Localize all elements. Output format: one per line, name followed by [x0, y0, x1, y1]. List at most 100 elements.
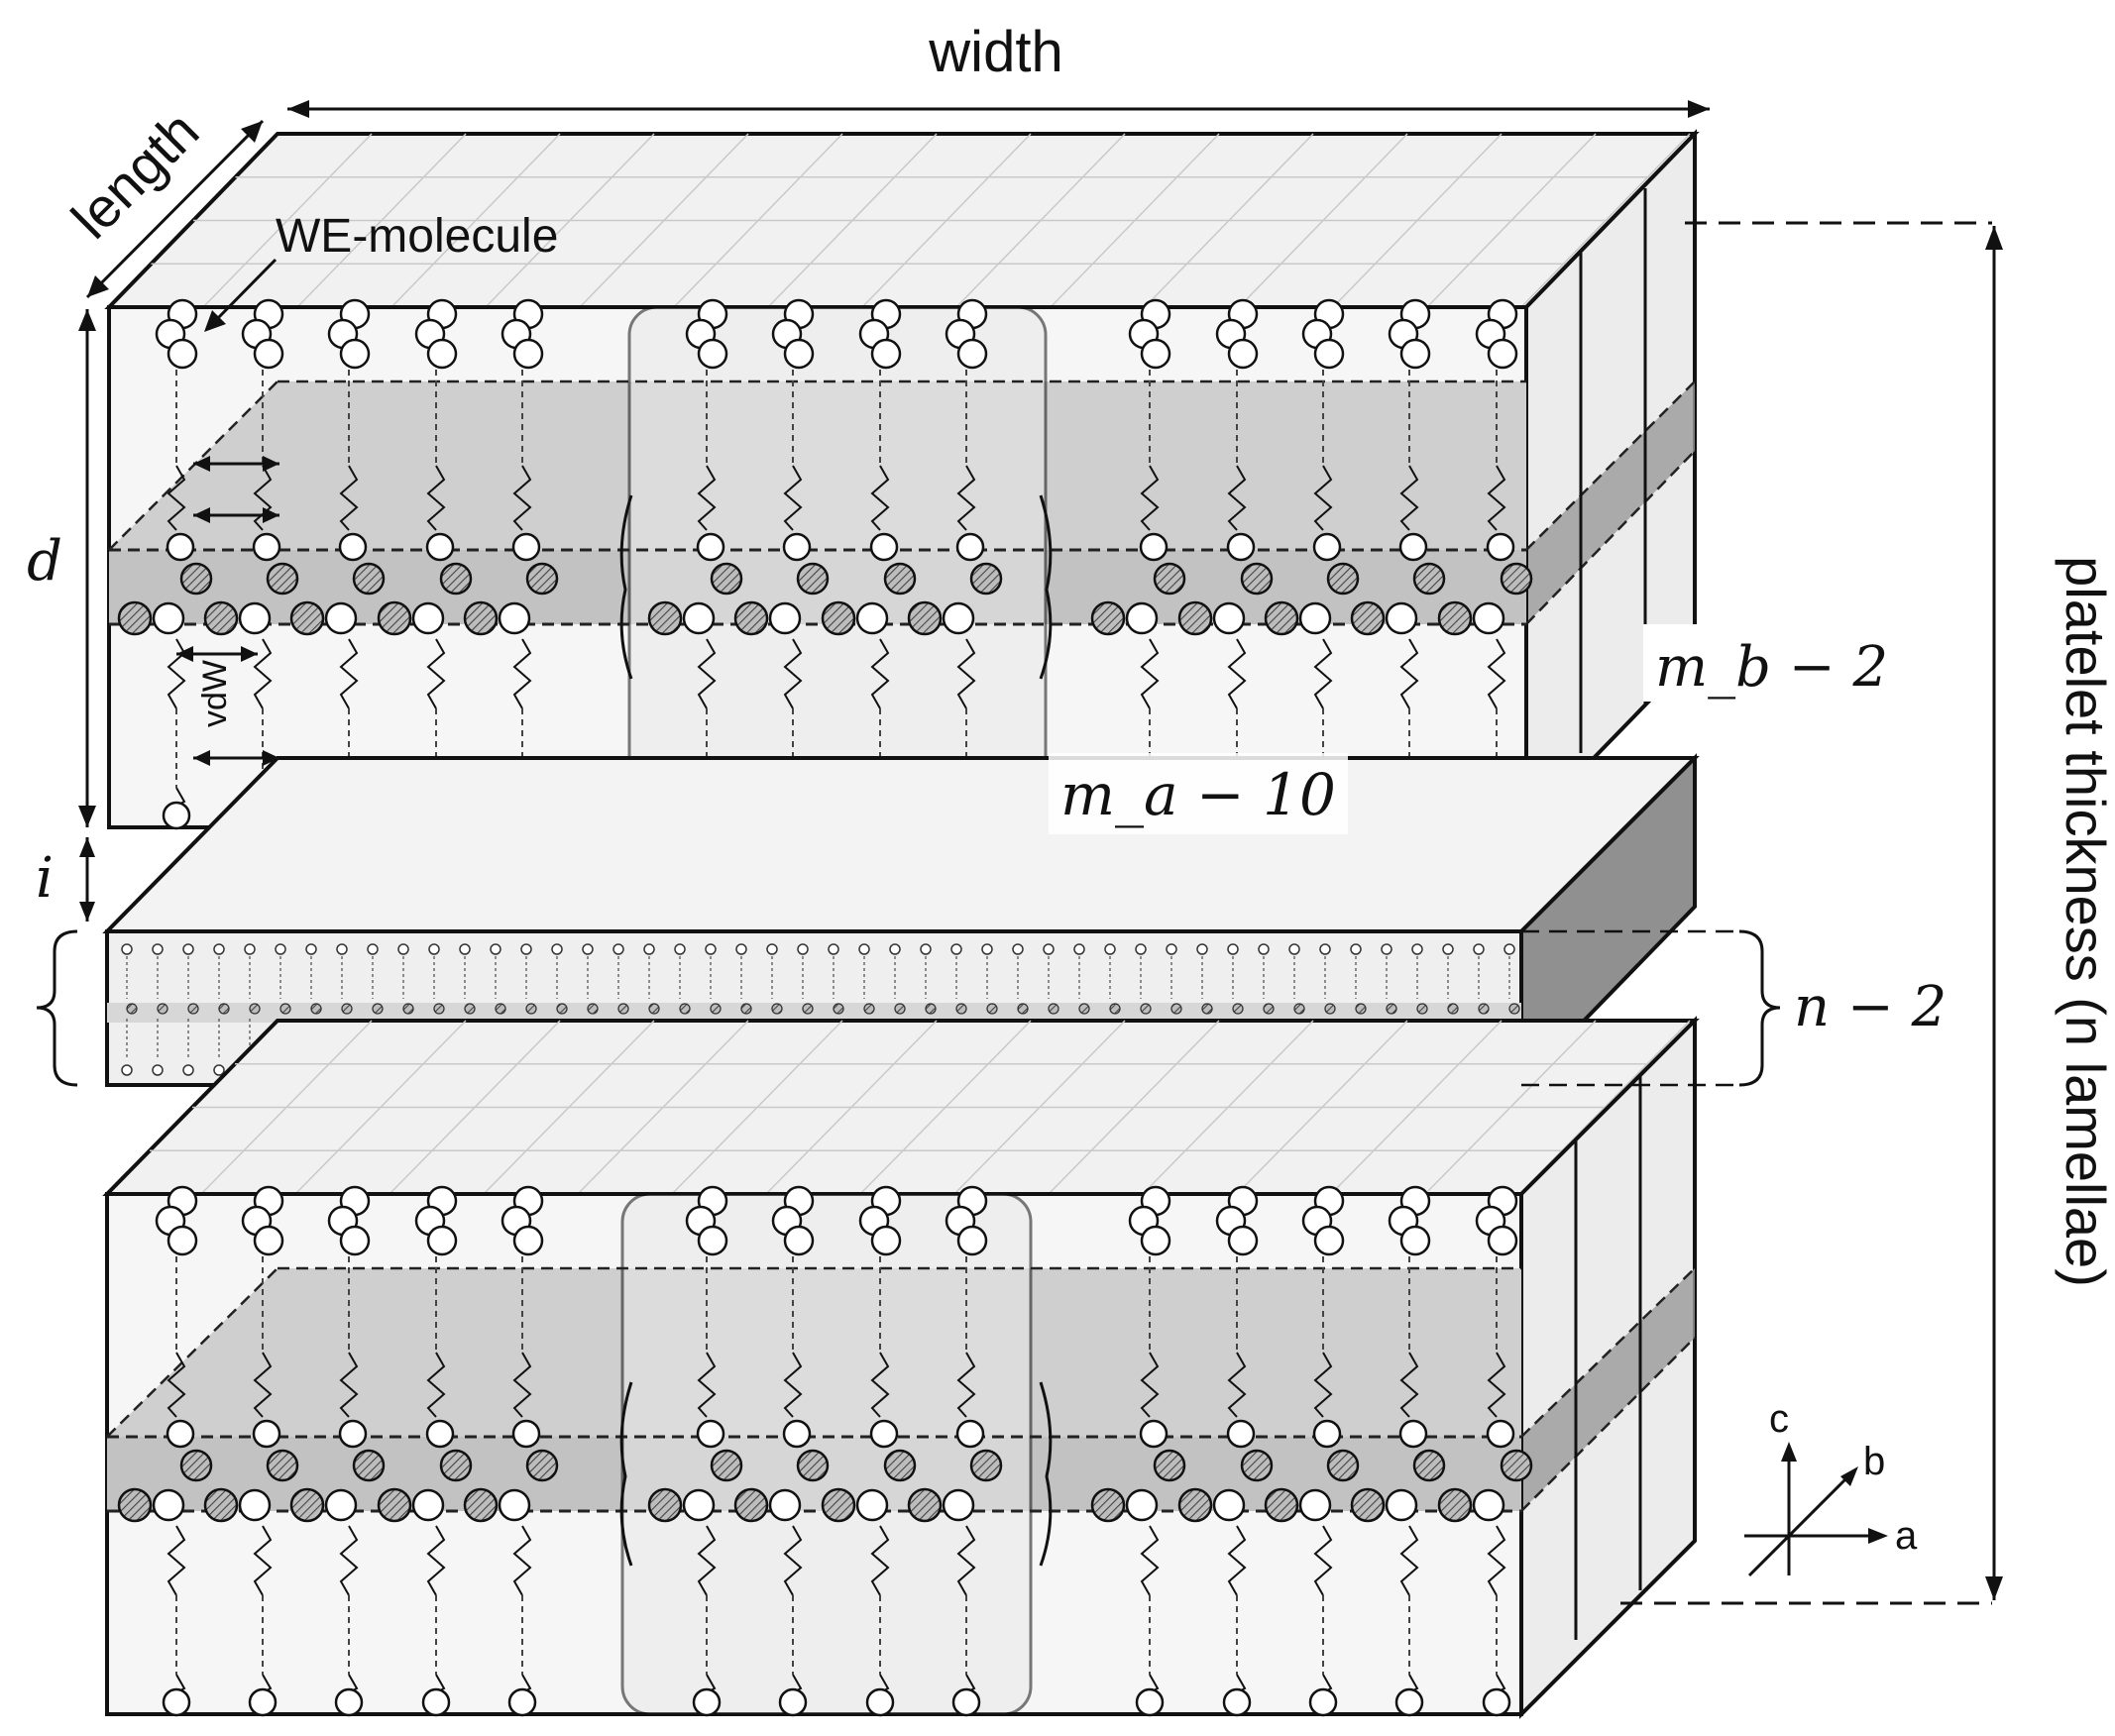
- molecule-ester-group: [352, 562, 386, 596]
- mini-molecule-head: [889, 943, 901, 955]
- mini-molecule-head: [643, 943, 655, 955]
- molecule-chain: [253, 1525, 273, 1596]
- bottom-we-molecules: [117, 1185, 1533, 1717]
- molecule-ester-group: [289, 1487, 325, 1523]
- molecule-head: [253, 1225, 284, 1256]
- mini-molecule-ester: [157, 1003, 168, 1015]
- molecule-chain: [1227, 1525, 1247, 1596]
- molecule-ester-oxygen: [338, 532, 368, 562]
- mini-molecule-head: [766, 943, 778, 955]
- molecule-head: [339, 1225, 371, 1256]
- molecule-ester-group: [439, 562, 473, 596]
- mini-molecule-ester: [1355, 1003, 1367, 1015]
- mini-molecule-ester: [863, 1003, 875, 1015]
- molecule-ester-oxygen: [955, 1419, 985, 1449]
- mini-molecule-ester: [740, 1003, 752, 1015]
- mini-molecule-ester: [1078, 1003, 1090, 1015]
- molecule-ester-oxygen: [682, 1488, 716, 1522]
- molecule-ester-group: [647, 600, 683, 636]
- molecule-ester-group: [439, 1449, 473, 1482]
- mini-molecule-ester: [1109, 1003, 1121, 1015]
- molecule-tail: [1482, 1687, 1511, 1717]
- molecule-tail: [421, 1687, 451, 1717]
- top-side-band: [1526, 381, 1695, 624]
- molecule-ester-oxygen: [955, 532, 985, 562]
- molecule-chain: [1313, 1352, 1333, 1418]
- mini-molecule-head: [367, 943, 379, 955]
- molecule-ester-group: [883, 1449, 917, 1482]
- molecule-chain: [956, 638, 976, 709]
- molecule-ester-group: [1326, 1449, 1360, 1482]
- mini-molecule-head: [582, 943, 594, 955]
- mini-molecule-head: [275, 943, 286, 955]
- molecule-ester-oxygen: [1312, 532, 1342, 562]
- molecule-ester-group: [1437, 1487, 1473, 1523]
- mini-molecule-ester: [187, 1003, 199, 1015]
- mini-molecule-tail: [182, 1064, 194, 1076]
- molecule-chain: [870, 1525, 890, 1596]
- molecule-ester-oxygen: [498, 601, 531, 635]
- mini-molecule-ester: [894, 1003, 906, 1015]
- molecule-chain: [253, 1352, 273, 1418]
- mini-molecule-head: [213, 943, 225, 955]
- molecule-ester-group: [733, 1487, 769, 1523]
- molecule-chain: [1399, 465, 1419, 531]
- mini-molecule-head: [858, 943, 870, 955]
- molecule-ester-oxygen: [511, 532, 541, 562]
- mini-molecule-tail: [213, 1064, 225, 1076]
- molecule-head: [1399, 338, 1431, 370]
- molecule-chain: [1227, 465, 1247, 531]
- molecule-ester-oxygen: [855, 1488, 889, 1522]
- mini-molecule-head: [520, 943, 532, 955]
- molecule-tail: [162, 1687, 191, 1717]
- molecule-ester-oxygen: [855, 601, 889, 635]
- molecule-ester-oxygen: [696, 532, 725, 562]
- molecule-ester-oxygen: [942, 1488, 975, 1522]
- molecule-head: [1313, 1225, 1345, 1256]
- axis-b-label: b: [1863, 1440, 1885, 1483]
- molecule-ester-group: [463, 1487, 499, 1523]
- molecule-ester-oxygen: [425, 532, 455, 562]
- molecule-chain: [167, 1352, 186, 1418]
- n-label: n − 2: [1794, 975, 1947, 1039]
- molecule-ester-group: [821, 600, 856, 636]
- n-right-brace: [1738, 929, 1781, 1087]
- molecule-head: [167, 1225, 198, 1256]
- molecule-ester-group: [352, 1449, 386, 1482]
- molecule-ester-group: [1153, 562, 1186, 596]
- molecule-ester-group: [1326, 562, 1360, 596]
- mini-molecule-ester: [1508, 1003, 1520, 1015]
- mini-molecule-head: [336, 943, 348, 955]
- mini-molecule-head: [1442, 943, 1454, 955]
- molecule-chain: [339, 465, 359, 531]
- mini-molecule-head: [1135, 943, 1147, 955]
- mini-molecule-head: [152, 943, 164, 955]
- molecule-ester-oxygen: [1398, 532, 1428, 562]
- length-dimension: [85, 119, 265, 299]
- middle-top-face: [102, 756, 1700, 933]
- molecule-ester-group: [377, 600, 412, 636]
- molecule-chain: [426, 1525, 446, 1596]
- mini-molecule-ester: [1447, 1003, 1459, 1015]
- molecule-chain: [870, 638, 890, 709]
- molecule-head: [870, 1225, 902, 1256]
- i-label: i: [36, 846, 54, 911]
- molecule-chain: [1140, 465, 1160, 531]
- molecule-ester-oxygen: [1486, 532, 1515, 562]
- molecule-chain: [1399, 1352, 1419, 1418]
- mini-molecule-head: [459, 943, 471, 955]
- molecule-chain: [1313, 1525, 1333, 1596]
- molecule-tail: [778, 1687, 808, 1717]
- molecule-ester-group: [1264, 600, 1299, 636]
- molecule-tail: [334, 1687, 364, 1717]
- mini-molecule-ester: [218, 1003, 230, 1015]
- molecule-ester-oxygen: [411, 1488, 445, 1522]
- mini-molecule-ester: [1263, 1003, 1275, 1015]
- mini-molecule-ester: [372, 1003, 384, 1015]
- molecule-chain: [1140, 1525, 1160, 1596]
- unit-cell-brace: [1039, 494, 1053, 680]
- molecule-ester-group: [796, 1449, 830, 1482]
- molecule-chain: [1227, 638, 1247, 709]
- molecule-ester-group: [1153, 1449, 1186, 1482]
- mini-molecule-head: [1503, 943, 1515, 955]
